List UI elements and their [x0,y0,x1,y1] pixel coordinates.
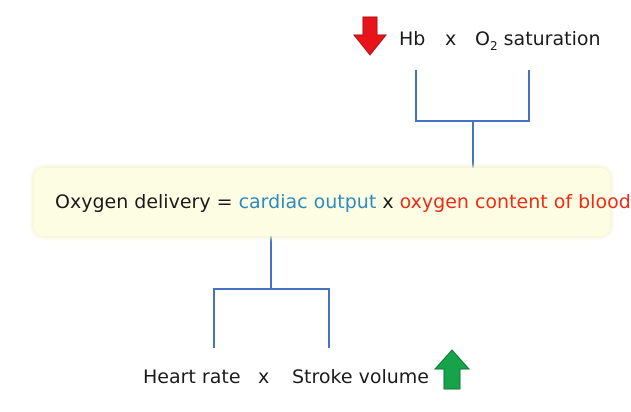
top-bracket [415,70,530,122]
bottom-bracket [213,288,330,348]
top-times-sign: x [445,28,457,50]
o2-saturation-label: O2 saturation [475,28,601,53]
bottom-times-sign: x [258,366,270,388]
formula-times-sign: x [376,191,400,213]
formula-lhs: Oxygen delivery = [55,191,239,213]
oxygen-content-term: oxygen content of blood [399,191,631,213]
oxygen-delivery-formula: Oxygen delivery = cardiac output x oxyge… [55,193,631,212]
cardiac-output-term: cardiac output [238,191,377,213]
stroke-volume-label: Stroke volume [292,366,429,388]
decrease-arrow-icon [352,16,388,56]
formula-box [34,168,610,236]
hb-label: Hb [399,28,426,50]
heart-rate-label: Heart rate [143,366,241,388]
increase-arrow-icon [433,349,471,390]
